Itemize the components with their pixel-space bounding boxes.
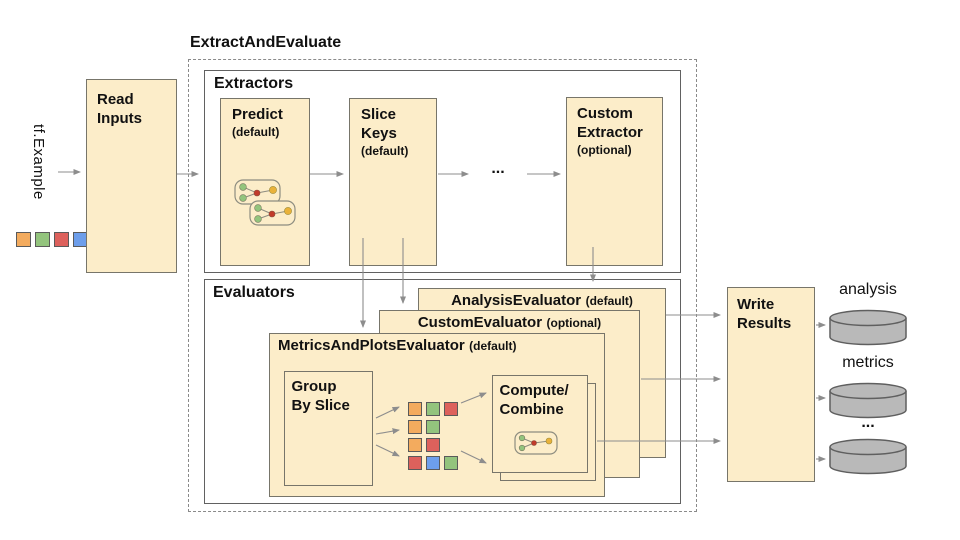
database-cylinder-analysis-icon bbox=[829, 309, 907, 346]
pipeline-title: ExtractAndEvaluate bbox=[190, 34, 342, 51]
model-graph-icon bbox=[234, 179, 296, 226]
blue-square-icon bbox=[426, 456, 440, 470]
read-inputs-label: Read Inputs bbox=[97, 91, 142, 127]
read-inputs-box: Read Inputs bbox=[86, 79, 177, 273]
red-square-icon bbox=[444, 402, 458, 416]
write-results-box: Write Results bbox=[727, 287, 815, 482]
custom-evaluator-title: CustomEvaluator (optional) bbox=[380, 314, 639, 332]
custom-extractor-sub-label: (optional) bbox=[577, 143, 632, 157]
square-row bbox=[408, 438, 458, 452]
red-square-icon bbox=[54, 232, 69, 247]
red-square-icon bbox=[426, 438, 440, 452]
predict-sub-label: (default) bbox=[232, 125, 280, 139]
sliced-examples-grid-icon bbox=[408, 402, 458, 474]
analysis-evaluator-title-text: AnalysisEvaluator bbox=[451, 292, 582, 309]
extractors-section-label: Extractors bbox=[214, 75, 294, 92]
slice-keys-extractor-box: Slice Keys (default) bbox=[349, 98, 437, 266]
green-square-icon bbox=[444, 456, 458, 470]
square-row bbox=[408, 456, 458, 470]
metrics-evaluator-title: MetricsAndPlotsEvaluator (default) bbox=[278, 337, 604, 355]
slice-keys-sub-label: (default) bbox=[361, 144, 409, 158]
group-by-slice-label: Group By Slice bbox=[291, 377, 350, 414]
input-example-squares-icon bbox=[16, 232, 88, 251]
red-square-icon bbox=[408, 456, 422, 470]
orange-square-icon bbox=[408, 402, 422, 416]
database-cylinder-metrics-icon bbox=[829, 382, 907, 419]
green-square-icon bbox=[426, 420, 440, 434]
analysis-evaluator-title: AnalysisEvaluator (default) bbox=[419, 292, 665, 310]
custom-extractor-title: Custom Extractor bbox=[577, 105, 643, 141]
metrics-and-plots-evaluator-box: MetricsAndPlotsEvaluator (default) Group… bbox=[269, 333, 605, 497]
orange-square-icon bbox=[408, 420, 422, 434]
square-row bbox=[16, 232, 88, 247]
extractors-ellipsis: ... bbox=[491, 160, 505, 177]
green-square-icon bbox=[35, 232, 50, 247]
custom-evaluator-title-text: CustomEvaluator bbox=[417, 314, 543, 331]
evaluators-section-label: Evaluators bbox=[213, 284, 295, 301]
metrics-evaluator-title-text: MetricsAndPlotsEvaluator bbox=[278, 337, 465, 354]
orange-square-icon bbox=[16, 232, 31, 247]
tf-example-label: tf.Example bbox=[30, 124, 47, 200]
extractors-section: Extractors bbox=[204, 70, 681, 273]
metrics-evaluator-sub-label: (default) bbox=[469, 339, 517, 353]
output-label-analysis: analysis bbox=[839, 281, 897, 298]
output-label-metrics: metrics bbox=[842, 354, 894, 371]
custom-extractor-box: Custom Extractor (optional) bbox=[566, 97, 663, 266]
square-row bbox=[408, 420, 458, 434]
output-label-ellipsis: ... bbox=[861, 414, 875, 431]
orange-square-icon bbox=[408, 438, 422, 452]
write-results-label: Write Results bbox=[737, 296, 792, 332]
green-square-icon bbox=[426, 402, 440, 416]
database-cylinder-more-icon bbox=[829, 438, 907, 475]
predict-extractor-box: Predict (default) bbox=[220, 98, 310, 266]
combine-graph-icon bbox=[513, 430, 558, 455]
compute-combine-label: Compute/ Combine bbox=[499, 381, 569, 418]
compute-combine-box: Compute/ Combine bbox=[491, 374, 588, 473]
group-by-slice-box: Group By Slice bbox=[283, 370, 373, 486]
analysis-evaluator-sub-label: (default) bbox=[585, 294, 633, 308]
custom-evaluator-sub-label: (optional) bbox=[546, 316, 602, 330]
evaluators-section: Evaluators bbox=[204, 279, 681, 504]
square-row bbox=[408, 402, 458, 416]
slice-keys-title: Slice Keys bbox=[361, 106, 397, 142]
extract-and-evaluate-container bbox=[188, 59, 697, 512]
predict-title: Predict bbox=[232, 106, 283, 123]
